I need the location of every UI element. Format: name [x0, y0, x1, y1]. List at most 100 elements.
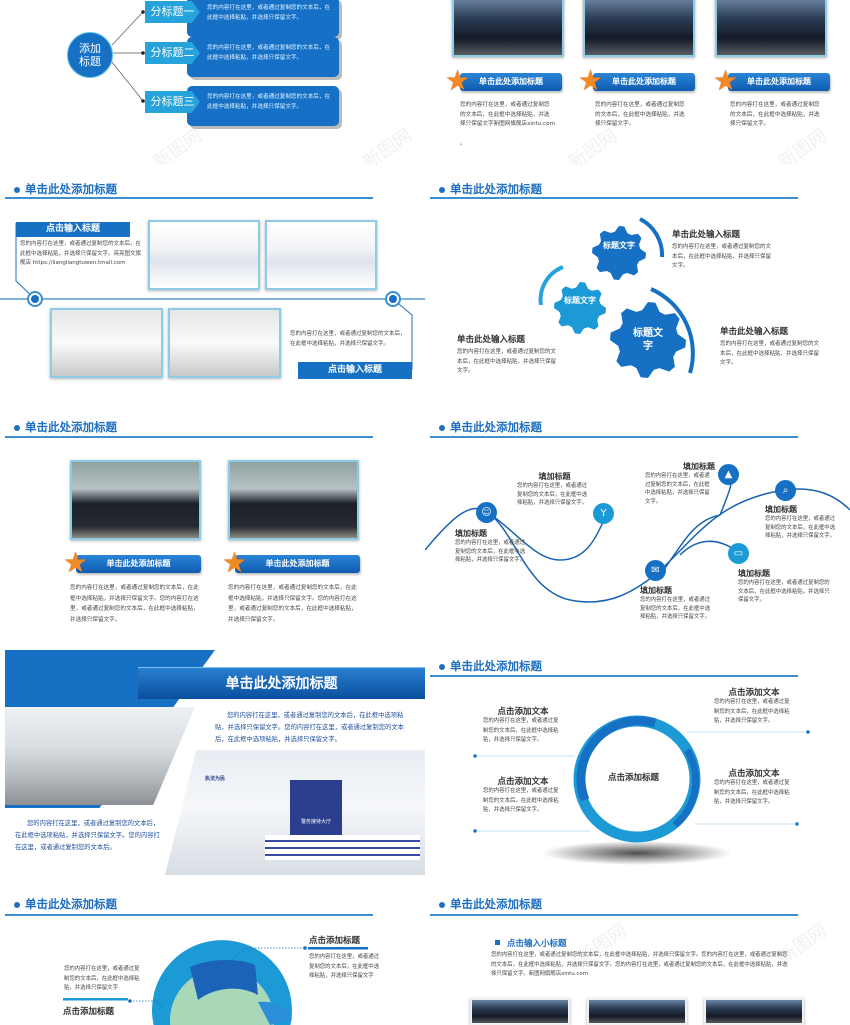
subtopic-label-3[interactable]: 分标题三 [145, 91, 200, 113]
block-title[interactable]: 单击此处输入标题 [457, 335, 526, 345]
square-bullet-icon [495, 940, 500, 945]
ring-center-title[interactable]: 点击添加标题 [608, 773, 660, 783]
star-icon: ★ [63, 546, 89, 579]
block-title[interactable]: 点击添加文本 [497, 707, 549, 717]
laptop-icon: ▭ [728, 543, 749, 564]
slide-gears[interactable]: 单击此处添加标题 标题文字 标题文字 标题文字 单击此处输入标题您的内容打在这里… [425, 175, 850, 390]
block-title[interactable]: 点击添加标题 [63, 1007, 115, 1017]
timeline-point: 填加标题您的内容打在这里，或者通过复制您的文本后，在此框中选择粘贴，并选择只保留… [455, 528, 530, 565]
search-icon: ⌕ [775, 480, 796, 501]
timeline-point: 填加标题您的内容打在这里，或者通过复制您的文本后，在此框中选择粘贴，并选择只保留… [765, 504, 840, 541]
ring-block: 点击添加文本您的内容打在这里，或者通过复制您的文本后，在此框中选择粘贴，并选择只… [483, 705, 563, 746]
section-title[interactable]: 单击此处添加标题 [14, 419, 117, 435]
block-title[interactable]: 点击添加文本 [728, 688, 780, 698]
section-title[interactable]: 单击此处添加标题 [439, 658, 542, 674]
point-text: 您的内容打在这里，或者通过复制您的文本后，在此框中选择粘贴，并选择只保留文字。 [765, 516, 836, 540]
reception-sign: 警务接待大厅 [290, 780, 342, 835]
box-title[interactable]: 点击输入标题 [16, 222, 130, 237]
subtitle[interactable]: 点击输入小标题 [507, 939, 567, 949]
watermark: 新图网 [774, 920, 831, 969]
box-text: 您的内容打在这里，或者通过复制您的文本后，在此框中选择粘贴，并选择只保留文字。 [290, 331, 406, 347]
card-title[interactable]: 单击此处添加标题 [593, 73, 695, 91]
point-title[interactable]: 填加标题 [738, 569, 770, 578]
timeline-point: 填加标题您的内容打在这里，或者通过复制您的文本后，在此框中选择粘贴，并选择只保留… [645, 461, 715, 507]
photo-reception-desk: 警务接待大厅 执法为民 [165, 750, 425, 875]
slide-title[interactable]: 单击此处添加标题 [138, 667, 425, 699]
divider [5, 436, 373, 438]
gear-icon [554, 282, 606, 334]
section-title[interactable]: 单击此处添加标题 [14, 896, 117, 912]
subtopic-text: 您的内容打在这里，或者通过复制您的文本后，在此框中选择粘贴，并选择只保留文字。 [207, 45, 331, 61]
card-text: 您的内容打在这里，或者通过复制您的文本后，在此框中选择粘贴，并选择只保留文字。 [730, 102, 820, 127]
subtopic-box-3: 您的内容打在这里，或者通过复制您的文本后，在此框中选择粘贴，并选择只保留文字。 [187, 86, 339, 126]
timeline-point: 填加标题您的内容打在这里，或者通过复制您的文本后，在此框中选择粘贴，并选择只保留… [517, 471, 592, 508]
sphere-graphic [63, 940, 368, 1025]
section-title[interactable]: 单击此处添加标题 [14, 181, 117, 197]
mail-icon: ✉ [645, 560, 666, 581]
point-title[interactable]: 填加标题 [455, 529, 487, 538]
slide-photo-cards[interactable]: 单击此处添加标题 ★ 单击此处添加标题 ★ 单击此处添加标题 ★ 您的内容打在这… [425, 0, 850, 165]
block-title[interactable]: 单击此处输入标题 [720, 327, 789, 337]
photo-police-ebike [168, 308, 281, 378]
gear-icon [592, 226, 646, 280]
box-text: 您的内容打在这里，或者通过复制您的文本后，在此框中选择粘贴，并选择只保留文字。亮… [20, 241, 142, 266]
block-text: 您的内容打在这里，或者通过复制您的文本后，在此框中选择粘贴，并选择只保留文字 [309, 954, 380, 979]
card-text: 您的内容打在这里，或者通过复制您的文本后，在此框中选择粘贴，并选择只保留文字。您… [70, 585, 199, 623]
body-text: 您的内容打在这里，或者通过复制您的文本后，在此框中选择粘贴，并选择只保留文字。您… [491, 952, 788, 977]
block-title[interactable]: 点击添加文本 [728, 769, 780, 779]
subtopic-label-2[interactable]: 分标题二 [145, 42, 200, 64]
photo-officers [704, 998, 804, 1025]
center-topic[interactable]: 添加标题 [67, 32, 113, 78]
subtopic-text: 您的内容打在这里，或者通过复制您的文本后，在此框中选择粘贴，并选择只保留文字。 [207, 94, 331, 110]
photo-officer-salute [715, 0, 827, 57]
block-text: 您的内容打在这里，或者通过复制您的文本后，在此框中选择粘贴，并选择只保留文字。 [714, 780, 790, 805]
card-title[interactable]: 单击此处添加标题 [76, 555, 201, 573]
point-text: 您的内容打在这里，或者通过复制您的文本后，在此框中选择粘贴，并选择只保留文字。 [455, 540, 526, 564]
slide-reception-hall[interactable]: 单击此处添加标题 您的内容打在这里，或者通过复制您的文本后，在此框中选项粘贴，并… [5, 650, 425, 875]
subtopic-label-1[interactable]: 分标题一 [145, 1, 200, 23]
point-title[interactable]: 填加标题 [765, 505, 797, 514]
slide-subtitle-photos[interactable]: 单击此处添加标题 点击输入小标题 您的内容打在这里，或者通过复制您的文本后，在此… [425, 890, 850, 1025]
subtopic-box-2: 您的内容打在这里，或者通过复制您的文本后，在此框中选择粘贴，并选择只保留文字。 [187, 37, 339, 77]
chart-icon: ▲ [718, 464, 739, 485]
photo-police-van [148, 220, 260, 290]
point-title[interactable]: 填加标题 [640, 586, 672, 595]
block-title[interactable]: 点击添加文本 [497, 777, 549, 787]
point-text: 您的内容打在这里，或者通过复制您的文本后，在此框中选择粘贴，并选择只保留文字。 [640, 597, 711, 621]
slide-ring[interactable]: 单击此处添加标题 点击添加标题 点击添加文本您的内容打在这里，或者通过复制您的文… [425, 650, 850, 875]
photo-officers [587, 998, 687, 1025]
slide-mindmap[interactable]: 添加标题 您的内容打在这里，或者通过复制您的文本后，在此框中选择粘贴，并选择只保… [0, 0, 425, 165]
block-text: 您的内容打在这里，或者通过复制您的文本后，在此框中选择粘贴，并选择只保留文字。 [720, 341, 820, 366]
fork-icon: Y [593, 503, 614, 524]
section-title[interactable]: 单击此处添加标题 [439, 181, 542, 197]
block-title[interactable]: 单击此处输入标题 [672, 230, 741, 240]
reception-counter [265, 835, 420, 860]
section-title[interactable]: 单击此处添加标题 [439, 419, 542, 435]
slide-march-photos[interactable]: 单击此处添加标题 单击此处添加标题 ★ 单击此处添加标题 ★ 您的内容打在这里，… [0, 410, 425, 640]
divider [430, 914, 798, 916]
users-icon: ☺ [476, 502, 497, 523]
divider [5, 914, 373, 916]
card-title[interactable]: 单击此处添加标题 [235, 555, 360, 573]
point-text: 您的内容打在这里，或者通过复制您的文本后，在此框中选择粘贴，并选择只保留文字。 [645, 473, 710, 506]
gear-icon [610, 302, 686, 378]
card-title[interactable]: 单击此处添加标题 [460, 73, 562, 91]
connector-lines [111, 10, 145, 103]
slide-vehicles[interactable]: 单击此处添加标题 点击输入标题 您的内容打在这里，或者通过复制您的文本后，在此框… [0, 175, 425, 390]
slide-wave-timeline[interactable]: 单击此处添加标题 ☺ Y ✉ ▲ ▭ ⌕ 填加标题您的内容打在这里，或者通过复制… [425, 410, 850, 640]
divider [430, 197, 798, 199]
card-text-extra: 。 [460, 141, 466, 147]
slide-segment-sphere[interactable]: 单击此处添加标题 点击添加标题 您的内容打在这里，或者通过复制您的文本后，在此框… [0, 890, 425, 1025]
point-title[interactable]: 填加标题 [538, 472, 571, 481]
body-text: 您的内容打在这里，或者通过复制您的文本后，在此框中选项粘贴，并选择只保留文字。您… [15, 820, 160, 851]
card-title[interactable]: 单击此处添加标题 [728, 73, 830, 91]
star-icon: ★ [445, 64, 471, 97]
photo-service-hall [5, 707, 195, 805]
block-title[interactable]: 点击添加标题 [309, 936, 361, 946]
box-title[interactable]: 点击输入标题 [298, 362, 412, 379]
point-title[interactable]: 填加标题 [683, 462, 715, 471]
section-title[interactable]: 单击此处添加标题 [439, 896, 542, 912]
timeline [0, 223, 425, 370]
subtopic-box-1: 您的内容打在这里，或者通过复制您的文本后，在此框中选择粘贴，并选择只保留文字。 [187, 0, 339, 37]
timeline-point: 填加标题您的内容打在这里，或者通过复制您的文本后，在此框中选择粘贴，并选择只保留… [738, 568, 830, 605]
